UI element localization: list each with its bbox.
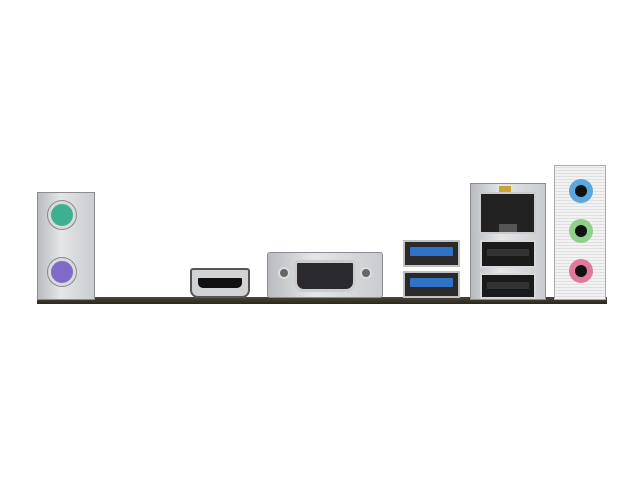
audio-line-out-jack (569, 219, 593, 243)
usb3-port-bottom (403, 271, 460, 298)
ps2-bracket (37, 192, 95, 300)
dsub-connector (294, 260, 356, 292)
screw-hole-icon (278, 267, 290, 279)
ps2-keyboard-port (48, 201, 76, 229)
usb2-port-top (480, 240, 536, 268)
audio-panel (554, 165, 606, 300)
hdmi-port (190, 268, 250, 298)
pcb-edge (37, 297, 607, 304)
lan-usb-stack (470, 183, 546, 300)
ps2-mouse-port (48, 258, 76, 286)
vga-port (267, 252, 383, 298)
audio-mic-jack (569, 259, 593, 283)
usb3-port-top (403, 240, 460, 267)
rj45-port (479, 192, 536, 234)
usb2-port-bottom (480, 273, 536, 299)
audio-line-in-jack (569, 179, 593, 203)
screw-hole-icon (360, 267, 372, 279)
